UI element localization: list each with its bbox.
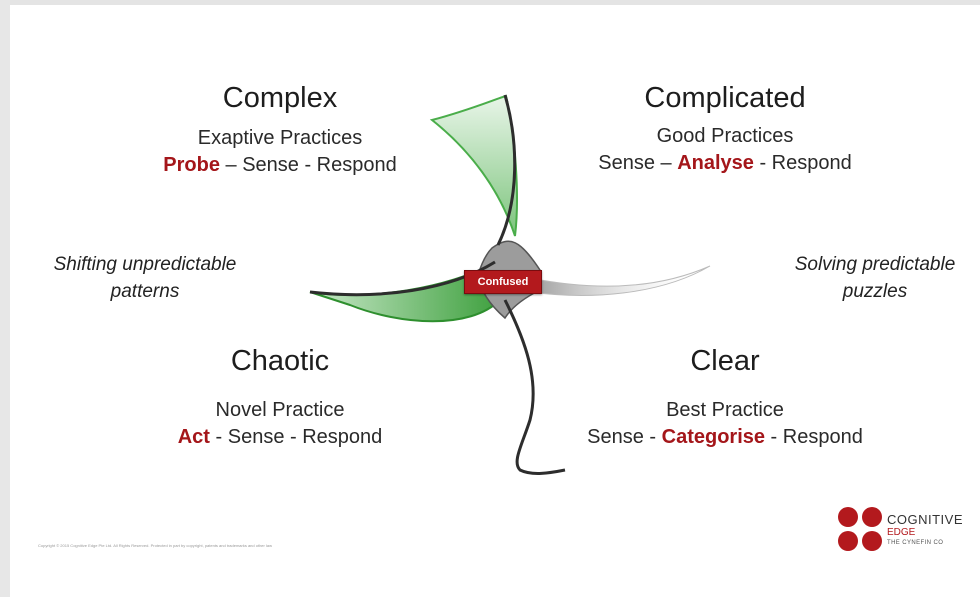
- complicated-practice: Good Practices: [656, 125, 794, 147]
- complicated-title: Complicated: [644, 82, 806, 114]
- complicated-step-pre: Sense –: [598, 152, 678, 174]
- bottom-boundary-curve: [503, 299, 566, 475]
- chaotic-title: Chaotic: [230, 345, 330, 377]
- complex-title: Complex: [222, 82, 338, 114]
- logo-line-2: EDGE: [887, 527, 916, 538]
- clear-title: Clear: [690, 345, 760, 377]
- top-boundary-curve: [496, 94, 517, 246]
- logo-line-3: THE CYNEFIN CO: [887, 540, 944, 546]
- clear-practice: Best Practice: [666, 399, 784, 421]
- confused-label: Confused: [464, 270, 542, 294]
- top-edge: [0, 0, 980, 5]
- top-green-wedge: [429, 94, 518, 237]
- clear-steps: Sense - Categorise - Respond: [565, 426, 885, 449]
- complex-step-highlight: Probe: [163, 154, 220, 176]
- cognitive-edge-logo-icon: [838, 507, 882, 551]
- complex-steps: Probe – Sense - Respond: [130, 154, 430, 177]
- logo-line-1: COGNITIVE: [887, 512, 964, 527]
- complicated-step-rest: - Respond: [753, 152, 852, 174]
- left-side-label: Shifting unpredictable patterns: [35, 251, 255, 305]
- left-side-line-2: patterns: [110, 281, 180, 302]
- clear-step-highlight: Categorise: [661, 426, 765, 448]
- right-side-line-1: Solving predictable: [794, 254, 956, 275]
- chaotic-practice: Novel Practice: [215, 399, 345, 421]
- clear-step-rest: - Respond: [765, 426, 863, 448]
- chaotic-step-highlight: Act: [177, 426, 210, 448]
- complicated-steps: Sense – Analyse - Respond: [575, 152, 875, 175]
- complex-practice: Exaptive Practices: [197, 127, 363, 149]
- copyright-text: Copyright © 2015 Cognitive Edge Pte Ltd.…: [38, 543, 272, 548]
- clear-step-pre: Sense -: [587, 426, 662, 448]
- chaotic-step-rest: - Sense - Respond: [209, 426, 383, 448]
- right-gray-tail: [529, 265, 711, 296]
- chaotic-steps: Act - Sense - Respond: [130, 426, 430, 449]
- right-side-line-2: puzzles: [842, 281, 908, 302]
- complex-step-rest: – Sense - Respond: [219, 154, 397, 176]
- complicated-step-highlight: Analyse: [677, 152, 754, 174]
- left-side-line-1: Shifting unpredictable: [53, 254, 237, 275]
- left-border: [0, 0, 10, 597]
- right-side-label: Solving predictable puzzles: [775, 251, 975, 305]
